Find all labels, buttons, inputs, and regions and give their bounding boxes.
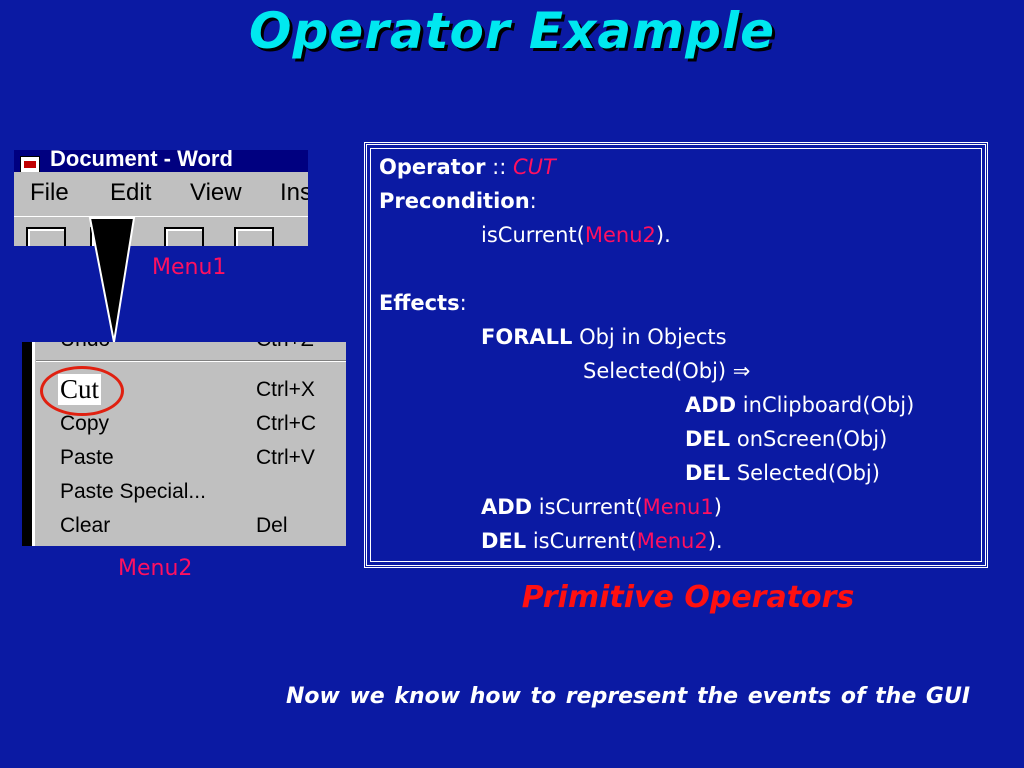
menu-view[interactable]: View	[190, 179, 242, 206]
menu2-label: Menu2	[118, 556, 193, 581]
window-title: Document - Word	[50, 150, 233, 171]
shortcut-copy: Ctrl+C	[256, 412, 317, 435]
shortcut-cut: Ctrl+X	[256, 378, 315, 401]
menu-edit[interactable]: Edit	[110, 179, 152, 206]
menu1-label: Menu1	[152, 255, 227, 280]
menubar: File Edit View Ins	[14, 175, 308, 213]
menu-insert[interactable]: Ins	[280, 179, 308, 206]
precondition-expr: isCurrent(Menu2).	[481, 223, 671, 247]
window-titlebar: Document - Word	[14, 150, 308, 172]
save-icon[interactable]	[164, 227, 204, 246]
menu-item-paste-special[interactable]: Paste Special...	[60, 480, 206, 503]
cut-highlight-circle	[40, 366, 124, 416]
del-onscreen-line: DEL onScreen(Obj)	[685, 427, 888, 451]
del-iscurrent-line: DEL isCurrent(Menu2).	[481, 529, 723, 553]
print-icon[interactable]	[234, 227, 274, 246]
add-iscurrent-line: ADD isCurrent(Menu1)	[481, 495, 722, 519]
precondition-line: Precondition:	[379, 189, 537, 213]
slide-title: Operator Example	[248, 2, 775, 60]
menu-item-undo[interactable]: Undo	[60, 342, 110, 352]
summary-note: Now we know how to represent the events …	[285, 684, 971, 709]
shortcut-paste: Ctrl+V	[256, 446, 315, 469]
menu-item-paste[interactable]: Paste	[60, 446, 114, 469]
word-app-icon	[20, 156, 40, 172]
menu-item-clear[interactable]: Clear	[60, 514, 111, 537]
menu-item-copy[interactable]: Copy	[60, 412, 110, 435]
selected-condition: Selected(Obj) ⇒	[583, 359, 751, 383]
forall-line: FORALL Obj in Objects	[481, 325, 727, 349]
operator-line: Operator :: CUT	[379, 155, 556, 179]
effects-line: Effects:	[379, 291, 467, 315]
pointer-triangle	[88, 217, 136, 343]
toolbar	[14, 216, 308, 246]
primitive-operators-caption: Primitive Operators	[521, 580, 855, 615]
shortcut-undo: Ctrl+Z	[256, 342, 314, 352]
menu-separator	[36, 360, 346, 362]
menu2-screenshot: Undo Ctrl+Z Cut Ctrl+X Copy Ctrl+C Paste…	[22, 342, 346, 546]
operator-definition-box: Operator :: CUT Precondition: isCurrent(…	[364, 142, 988, 568]
shortcut-clear: Del	[256, 514, 288, 537]
menu1-screenshot: Document - Word File Edit View Ins	[14, 150, 308, 246]
new-doc-icon[interactable]	[26, 227, 66, 246]
del-selected-line: DEL Selected(Obj)	[685, 461, 880, 485]
add-clipboard-line: ADD inClipboard(Obj)	[685, 393, 915, 417]
menu-file[interactable]: File	[30, 179, 69, 206]
